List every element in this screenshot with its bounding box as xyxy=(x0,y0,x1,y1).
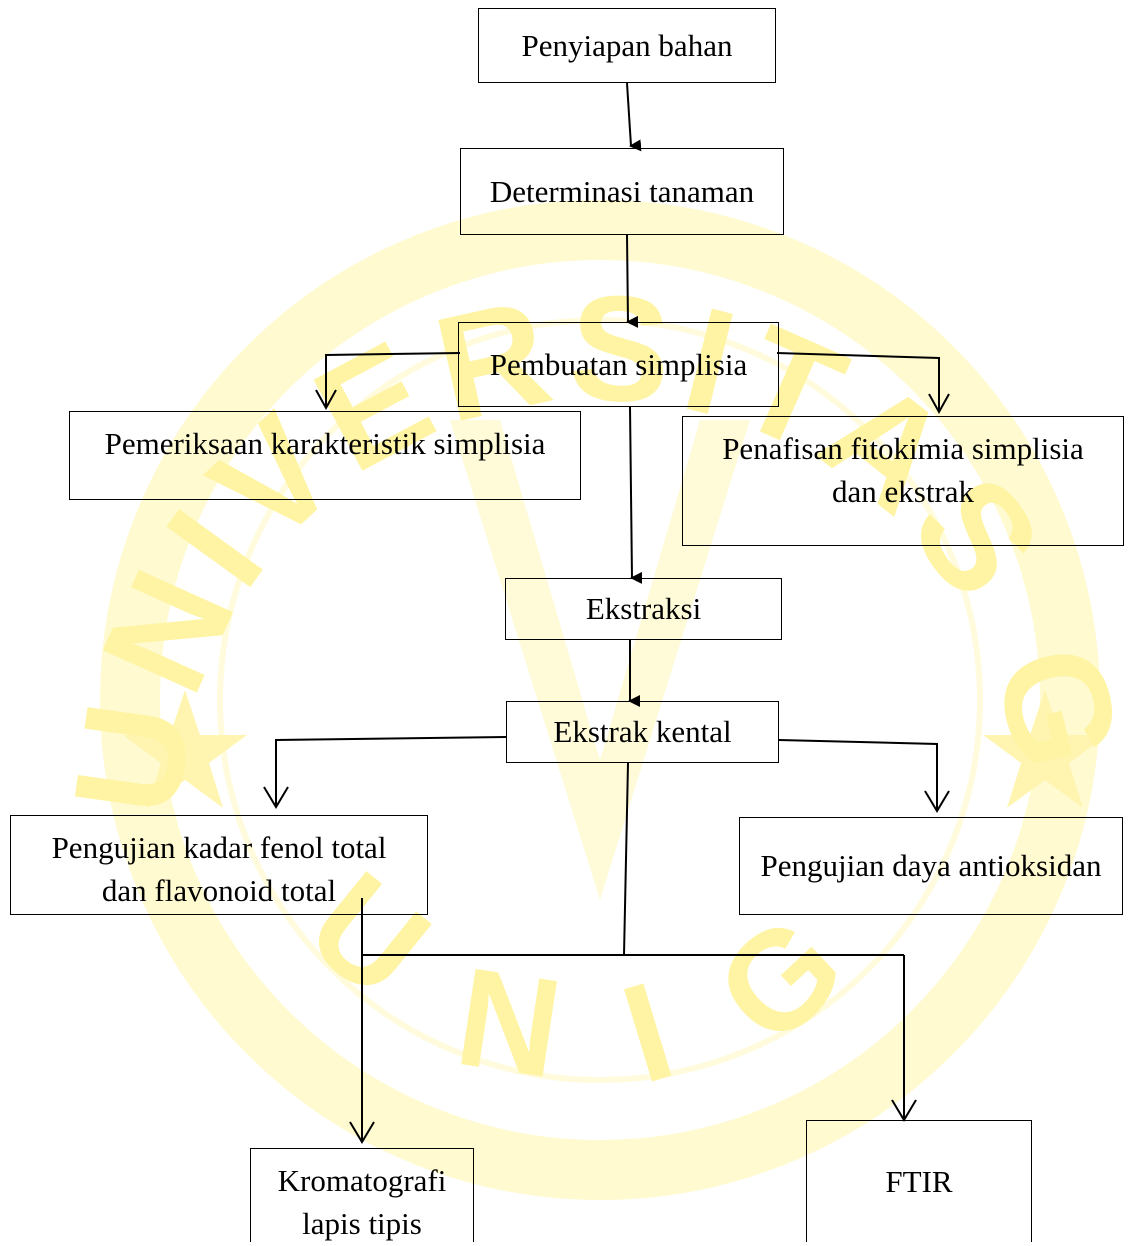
node-label: Pemeriksaan karakteristik simplisia xyxy=(104,426,546,461)
node-pembuatan-simplisia: Pembuatan simplisia xyxy=(458,322,779,407)
connector-ekstrak-split xyxy=(623,762,629,956)
node-label: Pengujian kadar fenol total dan flavonoi… xyxy=(51,830,387,909)
node-pengujian-daya: Pengujian daya antioksidan xyxy=(739,817,1123,915)
node-label: Penafisan fitokimia simplisia dan ekstra… xyxy=(722,431,1084,510)
arrow-ekstrak-daya xyxy=(778,739,938,811)
node-label: Pembuatan simplisia xyxy=(489,346,748,382)
node-label: Determinasi tanaman xyxy=(489,173,755,209)
node-determinasi-tanaman: Determinasi tanaman xyxy=(460,148,784,235)
arrow-ekstrak-fenol xyxy=(275,736,507,807)
node-label: FTIR xyxy=(885,1163,953,1199)
node-label: Kromatografi lapis tipis xyxy=(277,1163,447,1242)
arrow-determinasi-pembuatan xyxy=(626,234,639,328)
node-kromatografi: Kromatografi lapis tipis xyxy=(250,1148,474,1242)
node-label: Penyiapan bahan xyxy=(521,27,733,63)
arrow-penyiapan-determinasi xyxy=(626,82,642,152)
arrow-pembuatan-pemeriksaan xyxy=(325,352,461,408)
node-label: Ekstraksi xyxy=(585,591,702,627)
star-right-icon xyxy=(983,690,1107,808)
star-left-icon xyxy=(123,690,247,808)
node-ekstraksi: Ekstraksi xyxy=(505,578,782,640)
arrow-pembuatan-ekstraksi xyxy=(629,406,643,584)
node-label: Ekstrak kental xyxy=(553,714,732,750)
node-penyiapan-bahan: Penyiapan bahan xyxy=(478,8,776,83)
node-pemeriksaan-karakteristik: Pemeriksaan karakteristik simplisia xyxy=(69,411,581,500)
arrow-pembuatan-penafisan xyxy=(776,352,940,412)
node-ftir: FTIR xyxy=(806,1120,1032,1242)
node-penafisan-fitokimia: Penafisan fitokimia simplisia dan ekstra… xyxy=(682,416,1124,546)
node-pengujian-fenol: Pengujian kadar fenol total dan flavonoi… xyxy=(10,815,428,915)
node-label: Pengujian daya antioksidan xyxy=(760,848,1102,884)
node-ekstrak-kental: Ekstrak kental xyxy=(506,701,779,763)
